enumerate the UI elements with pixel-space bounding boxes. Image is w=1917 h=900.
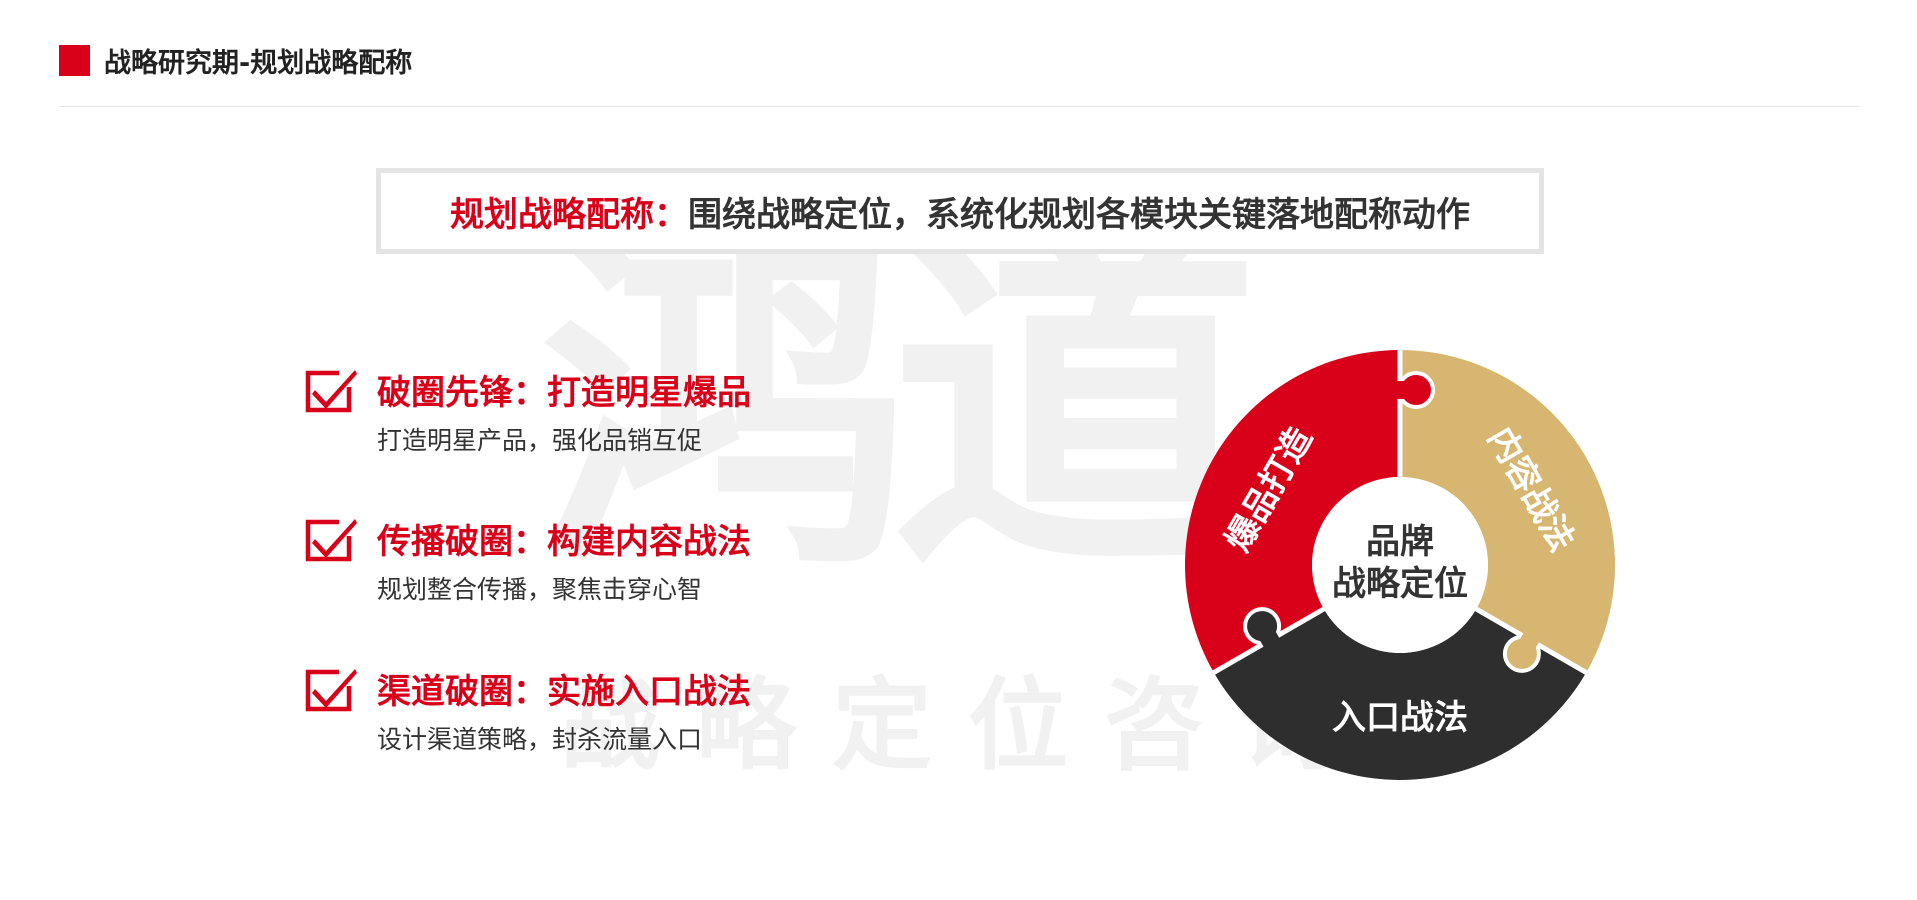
header-divider xyxy=(59,106,1859,107)
wheel-segment xyxy=(1400,350,1615,673)
wheel-segment xyxy=(1185,350,1400,673)
strategy-wheel: 爆品打造内容战法入口战法 品牌 战略定位 xyxy=(1180,345,1620,785)
wheel-segment-label: 入口战法 xyxy=(1332,698,1468,738)
checkbox-check-icon xyxy=(305,519,357,562)
item-title: 渠道破圈：实施入口战法 xyxy=(377,672,751,712)
red-square-icon xyxy=(59,45,90,76)
item-title: 破圈先锋：打造明星爆品 xyxy=(377,373,751,413)
wheel-segment xyxy=(1213,609,1587,780)
headline-banner: 规划战略配称： 围绕战略定位，系统化规划各模块关键落地配称动作 xyxy=(376,168,1544,254)
wheel-center-line2: 战略定位 xyxy=(1332,564,1468,604)
item-title: 传播破圈：构建内容战法 xyxy=(377,522,751,562)
item-description: 设计渠道策略，封杀流量入口 xyxy=(377,725,703,754)
checkbox-check-icon xyxy=(305,669,357,712)
item-description: 规划整合传播，聚焦击穿心智 xyxy=(377,575,703,604)
checkbox-check-icon xyxy=(305,370,357,413)
wheel-graphic: 爆品打造内容战法入口战法 品牌 战略定位 xyxy=(1185,348,1615,780)
item-description: 打造明星产品，强化品销互促 xyxy=(377,426,703,455)
wheel-center-line1: 品牌 xyxy=(1366,522,1434,562)
banner-text: 围绕战略定位，系统化规划各模块关键落地配称动作 xyxy=(688,194,1470,235)
wheel-puzzle-neck xyxy=(1257,627,1283,653)
wheel-center-disc xyxy=(1312,477,1488,653)
page-title: 战略研究期-规划战略配称 xyxy=(104,48,413,79)
banner-key: 规划战略配称： xyxy=(450,194,688,235)
wheel-puzzle-neck xyxy=(1517,627,1543,653)
wheel-puzzle-neck xyxy=(1391,381,1409,399)
